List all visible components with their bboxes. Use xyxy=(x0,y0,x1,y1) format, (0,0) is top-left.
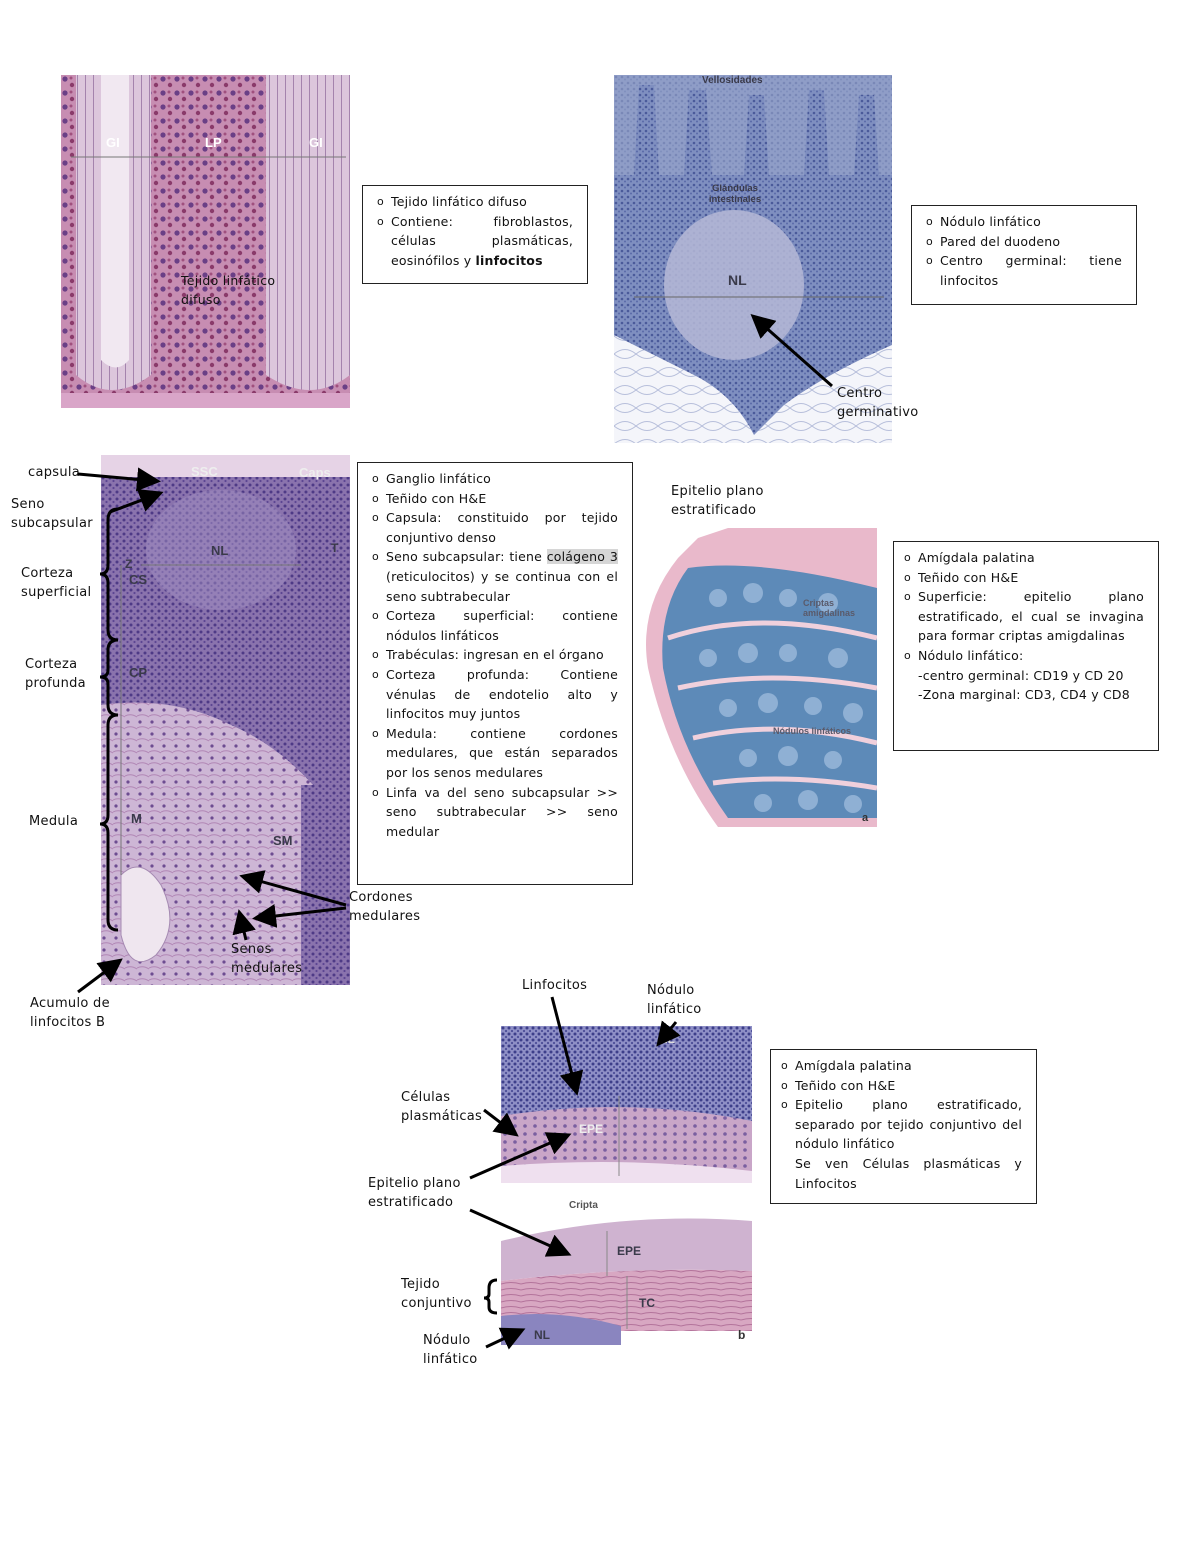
label-seno-subcapsular: Seno subcapsular xyxy=(11,497,93,531)
micrograph-diffuse-lymphatic-tissue-drawing xyxy=(61,75,350,408)
label-cp: CP xyxy=(129,665,148,680)
note-item: Linfa va del seno subcapsular >> seno su… xyxy=(372,783,618,842)
label-acumulo-linfocitos-b: Acumulo de linfocitos B xyxy=(30,996,110,1030)
note-item: Trabéculas: ingresan en el órgano xyxy=(372,645,618,665)
note-item: Contiene: fibroblastos, células plasmáti… xyxy=(377,212,573,271)
label-nl: NL xyxy=(728,272,747,288)
label-caps: Caps xyxy=(299,465,331,480)
notes-box-lymphatic-nodule: Nódulo linfático Pared del duodeno Centr… xyxy=(911,205,1137,305)
note-text: Seno subcapsular: tiene xyxy=(386,549,547,565)
label-epe-top: EPE xyxy=(579,1122,604,1136)
note-item: Superficie: epitelio plano estratificado… xyxy=(904,587,1144,646)
notes-box-diffuse-tissue: Tejido linfático difuso Contiene: fibrob… xyxy=(362,185,588,284)
note-item: Seno subcapsular: tiene colágeno 3 (reti… xyxy=(372,547,618,606)
micrograph-tonsil-epithelium-top-drawing xyxy=(501,1026,752,1183)
label-t: T xyxy=(331,541,339,555)
label-criptas-amigdalinas: Criptas amigdalinas xyxy=(803,598,856,618)
label-ssc: SSC xyxy=(191,464,218,479)
note-item: Amígdala palatina xyxy=(781,1056,1022,1076)
note-item: Teñido con H&E xyxy=(372,489,618,509)
label-nl-bottom: NL xyxy=(534,1328,550,1342)
note-subitem: -Zona marginal: CD3, CD4 y CD8 xyxy=(918,687,1130,703)
label-linfocitos: Linfocitos xyxy=(522,978,588,993)
note-bold-text: linfocitos xyxy=(475,252,543,268)
note-item: Teñido con H&E xyxy=(904,568,1144,588)
label-tejido-conjuntivo: Tejido conjuntivo xyxy=(401,1277,472,1311)
label-epitelio-plano-estratificado: Epitelio plano estratificado xyxy=(671,484,764,518)
label-centro-germinativo: Centro germinativo xyxy=(837,386,919,420)
micrograph-lymph-node: SSC Caps NL T Z CS CP M SM xyxy=(101,455,350,985)
label-lp: LP xyxy=(205,135,222,150)
note-text: Contiene: fibroblastos, células plasmáti… xyxy=(391,213,573,268)
note-item: Medula: contiene cordones medulares, que… xyxy=(372,724,618,783)
label-a: a xyxy=(862,812,869,824)
note-item: Epitelio plano estratificado, separado p… xyxy=(781,1095,1022,1154)
notes-box-tonsil-epithelium: Amígdala palatina Teñido con H&E Epiteli… xyxy=(770,1049,1037,1204)
micrograph-lymph-node-drawing xyxy=(101,455,350,985)
label-m: M xyxy=(131,811,142,826)
label-nl: NL xyxy=(211,543,229,558)
label-corteza-profunda: Corteza profunda xyxy=(25,657,86,691)
micrograph-palatine-tonsil: Criptas amigdalinas Nódulos linfáticos a xyxy=(638,528,877,827)
label-epitelio-plano-estratificado-bottom: Epitelio plano estratificado xyxy=(368,1176,461,1210)
label-gi-right: GI xyxy=(309,135,323,150)
micrograph-tonsil-epithelium-top: NL EPE xyxy=(501,1026,752,1183)
note-item: Nódulo linfático xyxy=(926,212,1122,232)
label-cripta: Cripta xyxy=(569,1200,598,1211)
label-cordones-medulares: Cordones medulares xyxy=(349,890,421,924)
note-text: (reticulocitos) y se continua con el sen… xyxy=(386,568,618,604)
label-sm: SM xyxy=(273,833,293,848)
note-item: Pared del duodeno xyxy=(926,232,1122,252)
label-senos-medulares: Senos medulares xyxy=(231,942,303,976)
label-capsula: capsula xyxy=(28,465,81,480)
micrograph-tonsil-epithelium-bottom: Cripta EPE TC NL b xyxy=(501,1191,752,1345)
label-corteza-superficial: Corteza superficial xyxy=(21,566,92,600)
label-glandulas: Glándulas intestinales xyxy=(708,183,762,205)
notes-box-lymph-node: Ganglio linfático Teñido con H&E Capsula… xyxy=(357,462,633,885)
note-item: Capsula: constituido por tejido conjunti… xyxy=(372,508,618,547)
micrograph-diffuse-lymphatic-tissue: GI LP GI Tejido linfático difuso xyxy=(61,75,350,408)
micrograph-palatine-tonsil-drawing xyxy=(646,528,877,827)
note-item: Teñido con H&E xyxy=(781,1076,1022,1096)
note-item: Nódulo linfático: xyxy=(904,646,1144,666)
label-z: Z xyxy=(125,557,133,571)
label-cs: CS xyxy=(129,572,148,587)
bracket-tejido-conjuntivo xyxy=(483,1278,498,1315)
label-b: b xyxy=(738,1328,746,1342)
note-item: Corteza superficial: contiene nódulos li… xyxy=(372,606,618,645)
note-item: Ganglio linfático xyxy=(372,469,618,489)
label-epe-bottom: EPE xyxy=(617,1244,642,1258)
label-vellosidades: Vellosidades xyxy=(702,75,763,86)
label-nodulos-linfaticos: Nódulos linfáticos xyxy=(773,726,852,736)
note-item: Centro germinal: tiene linfocitos xyxy=(926,251,1122,290)
note-item: Corteza profunda: Contiene vénulas de en… xyxy=(372,665,618,724)
note-subitem: -centro germinal: CD19 y CD 20 xyxy=(918,667,1124,683)
label-nodulo-linfatico-bottom: Nódulo linfático xyxy=(423,1333,478,1367)
note-item: Tejido linfático difuso xyxy=(377,192,573,212)
label-diffuse-tissue: Tejido linfático difuso xyxy=(181,273,276,307)
label-medula: Medula xyxy=(29,814,79,829)
label-tc: TC xyxy=(639,1296,655,1310)
notes-box-palatine-tonsil: Amígdala palatina Teñido con H&E Superfi… xyxy=(893,541,1159,751)
note-extra: Se ven Células plasmáticas y Linfocitos xyxy=(795,1155,1022,1191)
micrograph-tonsil-epithelium-bottom-drawing xyxy=(501,1191,752,1345)
label-nodulo-linfatico-top: Nódulo linfático xyxy=(647,983,702,1017)
label-gi-left: GI xyxy=(106,135,120,150)
note-item: Amígdala palatina xyxy=(904,548,1144,568)
label-celulas-plasmaticas: Células plasmáticas xyxy=(401,1090,483,1124)
highlighted-text: colágeno 3 xyxy=(546,549,618,565)
label-nl-top: NL xyxy=(659,1032,675,1046)
